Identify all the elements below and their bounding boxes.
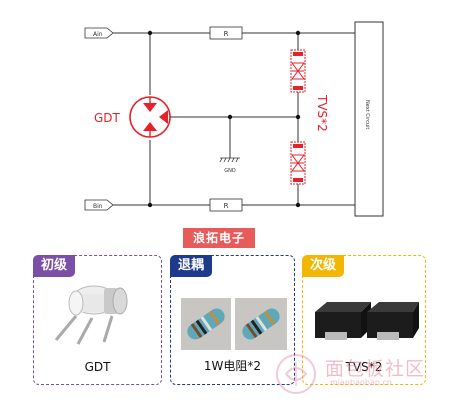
panel-tag: 退耦 — [170, 255, 213, 277]
panel-tag: 次级 — [302, 255, 345, 277]
protection-circuit-schematic: Ain Bin R R GDT GND — [84, 21, 384, 217]
panel-tag: 初级 — [33, 255, 76, 277]
next-circuit-box — [354, 21, 384, 217]
svg-text:R: R — [224, 202, 229, 210]
svg-text:R: R — [224, 30, 229, 38]
watermark-logo — [276, 354, 316, 394]
panel-caption: TVS*2 — [345, 360, 383, 374]
wires — [113, 32, 355, 206]
tvs-component-image — [315, 302, 419, 340]
brand-stamp: 浪拓电子 — [183, 228, 255, 248]
gdt-label: GDT — [94, 111, 121, 125]
resistor-top: R — [209, 26, 243, 40]
panel-secondary: 次级 TVS*2 — [302, 255, 426, 385]
gdt-component-image — [54, 285, 128, 345]
tvs-label: TVS*2 — [315, 94, 329, 132]
tvs-diode-top — [290, 49, 306, 93]
resistor-bottom: R — [209, 198, 243, 212]
svg-text:Bin: Bin — [93, 203, 103, 210]
tvs-diode-bottom — [290, 141, 306, 185]
ground-symbol — [219, 157, 240, 163]
input-a-tag: Ain — [84, 27, 114, 39]
gdt-symbol — [129, 96, 178, 138]
panel-caption: 1W电阻*2 — [203, 359, 262, 373]
watermark-subtext: mianbaoban.cn — [330, 378, 392, 387]
gnd-label: GND — [224, 168, 236, 174]
input-b-tag: Bin — [84, 199, 114, 211]
svg-text:Ain: Ain — [93, 31, 103, 38]
panel-decoupling: 退耦 1W电阻*2 — [170, 255, 295, 385]
next-circuit-label: Next Circuit — [364, 100, 370, 129]
junction-dots — [147, 30, 301, 208]
resistor-component-image — [181, 298, 287, 350]
panel-primary: 初级 GDT — [33, 255, 162, 385]
watermark-text: 面包板社区 — [325, 358, 426, 380]
panel-caption: GDT — [84, 360, 111, 374]
